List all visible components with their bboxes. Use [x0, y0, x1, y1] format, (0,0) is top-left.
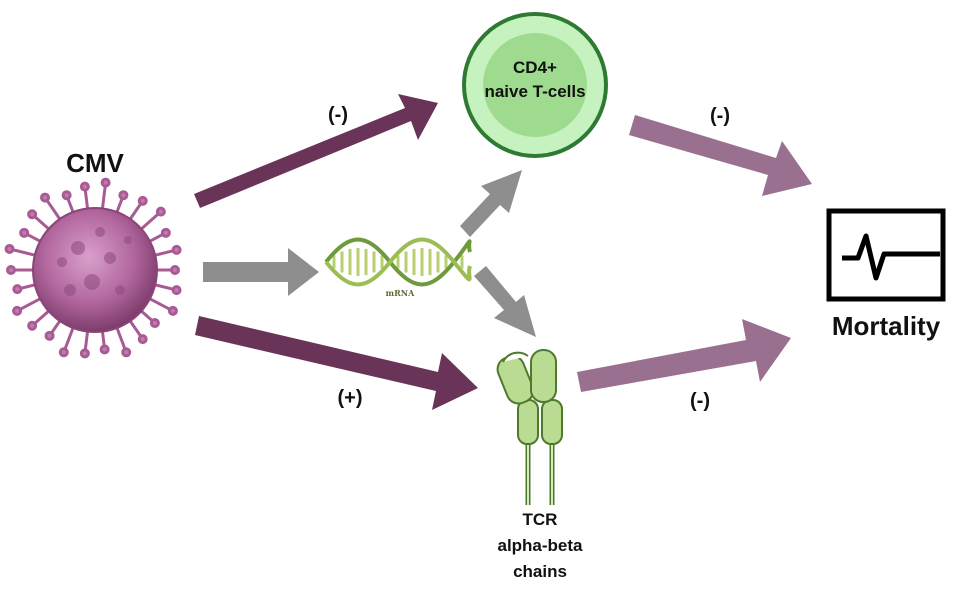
arrow-cmv-to-cd4 [194, 94, 438, 208]
mrna-label: mRNA [386, 288, 415, 298]
sign-tcr-mortality: (-) [690, 390, 710, 412]
arrow-cd4-to-mortality [629, 115, 812, 196]
sign-cmv-cd4: (-) [328, 104, 348, 126]
virus-icon [4, 177, 182, 359]
heart-monitor-icon [826, 208, 946, 302]
arrow-tcr-to-mortality [577, 319, 791, 392]
tcr-label-line3: chains [513, 562, 567, 581]
cmv-label: CMV [66, 148, 124, 178]
arrow-mrna-to-cd4 [460, 170, 522, 237]
tcr-label-line2: alpha-beta [497, 536, 583, 555]
mrna-strand-icon [324, 237, 472, 287]
arrow-mrna-to-tcr [474, 266, 536, 337]
cd4-label-line1: CD4+ [513, 58, 557, 77]
tcr-receptor-icon [496, 349, 563, 505]
sign-cmv-tcr: (+) [337, 387, 363, 409]
mortality-label: Mortality [831, 311, 941, 341]
sign-cd4-mortality: (-) [710, 105, 730, 127]
t-cell-icon [462, 12, 608, 158]
arrow-cmv-to-mrna [203, 248, 319, 296]
cd4-label-line2: naive T-cells [484, 82, 586, 101]
arrow-cmv-to-tcr [195, 316, 478, 410]
tcr-label-line1: TCR [522, 510, 558, 529]
